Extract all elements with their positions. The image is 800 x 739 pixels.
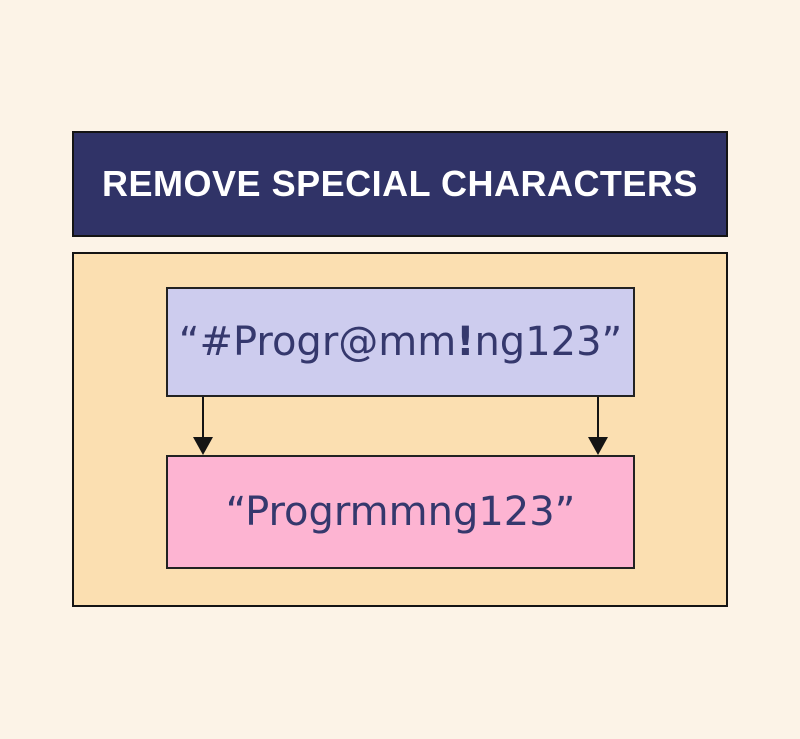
output-string-box: “Progrmmng123” (166, 455, 635, 569)
header-banner: REMOVE SPECIAL CHARACTERS (72, 131, 728, 237)
output-string-text: “Progrmmng123” (225, 489, 576, 535)
input-text-segment-bang: ! (456, 319, 475, 365)
page-title: REMOVE SPECIAL CHARACTERS (102, 163, 698, 204)
input-string-text: “#Progr@mm!ng123” (179, 319, 623, 365)
input-text-segment-before: “#Progr@mm (178, 319, 457, 365)
input-text-segment-after: ng123” (474, 319, 623, 365)
input-string-box: “#Progr@mm!ng123” (166, 287, 635, 397)
arrow-down-icon (193, 397, 213, 455)
flow-panel: “#Progr@mm!ng123” “Progrmmng123” (72, 252, 728, 607)
arrow-down-icon (588, 397, 608, 455)
